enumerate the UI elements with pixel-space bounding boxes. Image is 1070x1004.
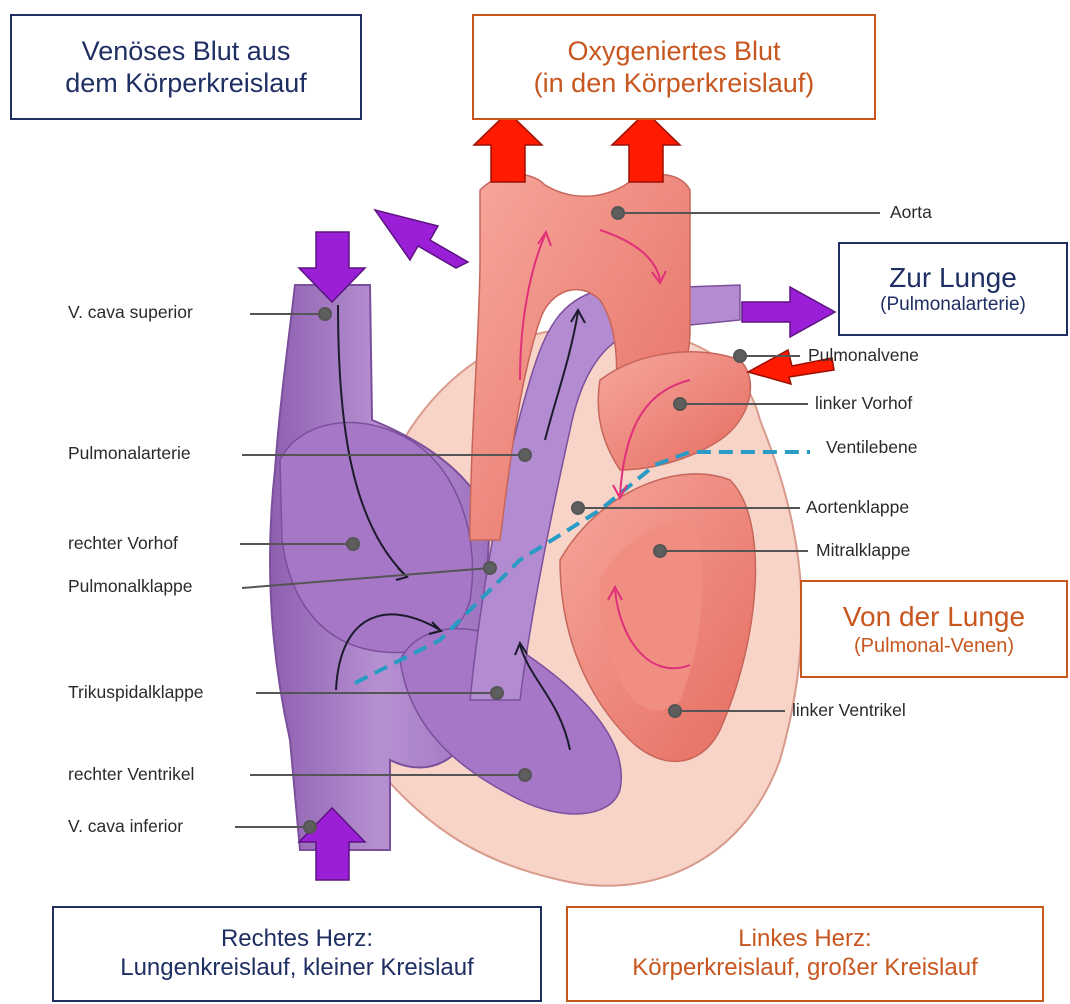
box-from-lung: Von der Lunge (Pulmonal-Venen): [800, 580, 1068, 678]
label-rechter-ventrikel: rechter Ventrikel: [68, 764, 195, 784]
label-aortenklappe: Aortenklappe: [806, 497, 910, 517]
leader-lines-right: [571, 206, 880, 718]
left-atrium: [597, 351, 752, 471]
box-left-heart-line2: Körperkreislauf, großer Kreislauf: [632, 954, 978, 981]
label-aorta: Aorta: [890, 202, 932, 222]
box-left-heart: Linkes Herz: Körperkreislauf, großer Kre…: [566, 906, 1044, 1002]
box-from-lung-line2: (Pulmonal-Venen): [853, 634, 1015, 657]
box-right-heart-line1: Rechtes Herz:: [220, 925, 374, 953]
label-pulmonalarterie: Pulmonalarterie: [68, 443, 191, 463]
box-venous-blood: Venöses Blut aus dem Körperkreislauf: [10, 14, 362, 120]
box-right-heart: Rechtes Herz: Lungenkreislauf, kleiner K…: [52, 906, 542, 1002]
aorta: [469, 173, 691, 541]
arrow-diag-purple: [373, 208, 470, 269]
left-ventricle-cavity: [599, 520, 703, 711]
red-flow-arrows: [472, 110, 835, 386]
box-from-lung-line1: Von der Lunge: [842, 601, 1026, 633]
leader-lines-left: [235, 307, 532, 834]
box-venous-line2: dem Körperkreislauf: [65, 68, 307, 98]
label-mitralklappe: Mitralklappe: [816, 540, 911, 560]
label-trikuspidalklappe: Trikuspidalklappe: [68, 682, 204, 702]
blood-flow-arrows-arterial: [519, 229, 691, 670]
arrow-down-purple-top: [297, 231, 367, 304]
box-oxygenated-line1: Oxygeniertes Blut: [567, 35, 781, 66]
blood-flow-arrows-venous: [335, 304, 586, 751]
arrow-right-purple: [741, 285, 837, 339]
box-venous-line1: Venöses Blut aus: [81, 35, 291, 66]
label-v-cava-inferior: V. cava inferior: [68, 816, 184, 836]
box-to-lung-line2: (Pulmonalarterie): [880, 294, 1026, 316]
box-oxygenated-blood: Oxygeniertes Blut (in den Körperkreislau…: [472, 14, 876, 120]
arrow-up-red-left: [472, 110, 544, 183]
label-rechter-vorhof: rechter Vorhof: [68, 533, 178, 553]
box-left-heart-line1: Linkes Herz:: [738, 925, 872, 953]
box-right-heart-line2: Lungenkreislauf, kleiner Kreislauf: [120, 954, 474, 981]
box-to-lung: Zur Lunge (Pulmonalarterie): [838, 242, 1068, 336]
label-linker-ventrikel: linker Ventrikel: [792, 700, 906, 720]
box-to-lung-line1: Zur Lunge: [889, 261, 1017, 293]
label-v-cava-superior: V. cava superior: [68, 302, 193, 322]
arrow-up-red-right: [610, 110, 682, 183]
arrow-left-red: [746, 348, 835, 386]
label-ventilebene: Ventilebene: [826, 437, 918, 457]
label-pulmonalklappe: Pulmonalklappe: [68, 576, 193, 596]
box-oxygenated-line2: (in den Körperkreislauf): [533, 68, 815, 98]
ventilebene-line: [354, 450, 810, 685]
label-pulmonalvene: Pulmonalvene: [808, 345, 919, 365]
right-atrium: [279, 421, 474, 654]
label-linker-vorhof: linker Vorhof: [815, 393, 913, 413]
